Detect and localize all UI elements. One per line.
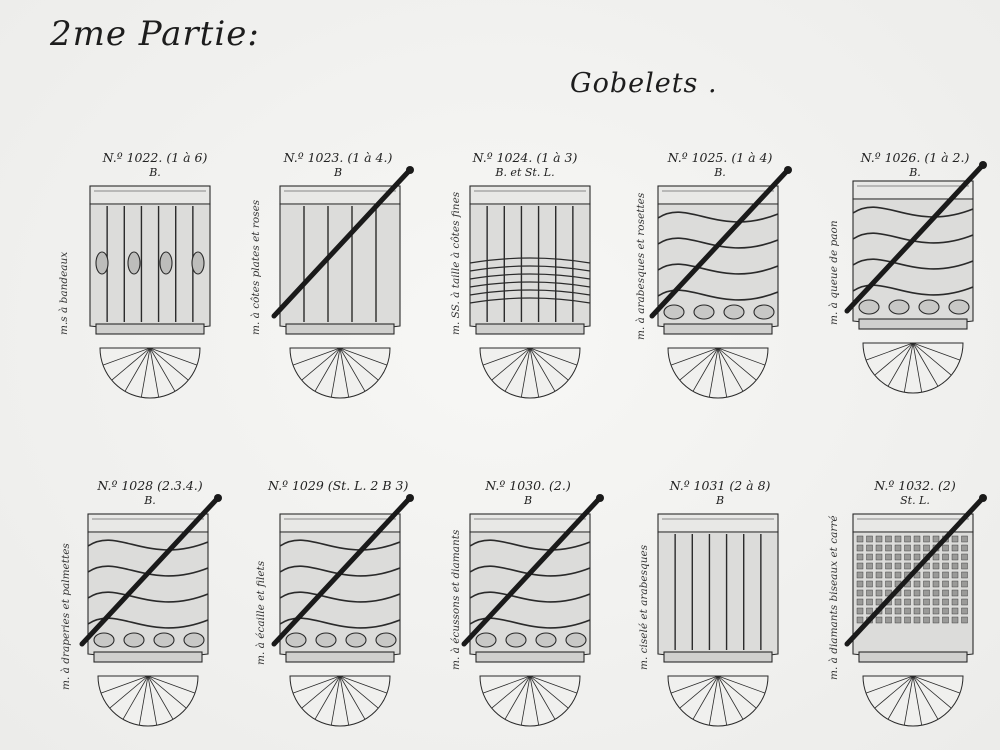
goblet-illustration — [469, 185, 591, 399]
item-mark: B. — [149, 166, 161, 179]
item-number: N.º 1026. (1 à 2.) — [860, 150, 970, 165]
item-description: m. à côtes plates et roses — [250, 199, 262, 335]
goblet-illustration — [461, 494, 604, 727]
goblet-illustration — [271, 494, 414, 727]
item-mark: B. et St. L. — [495, 166, 555, 179]
item-description: m. à arabesques et rosettes — [635, 192, 647, 340]
part-title: 2me Partie: — [50, 14, 260, 54]
item-mark: B. — [144, 494, 156, 507]
goblet-illustration — [271, 166, 414, 399]
item-description: m. à draperies et palmettes — [60, 543, 72, 690]
item-description: m. à queue de paon — [828, 220, 840, 325]
item-mark: B — [523, 494, 533, 507]
item-description: m. à diamants biseaux et carré — [828, 515, 840, 680]
item-number: N.º 1025. (1 à 4) — [667, 150, 773, 165]
item-number: N.º 1031 (2 à 8) — [669, 478, 771, 493]
item-number: N.º 1028 (2.3.4.) — [97, 478, 203, 493]
item-mark: B — [333, 166, 343, 179]
item-number: N.º 1024. (1 à 3) — [472, 150, 578, 165]
item-description: m. à écussons et diamants — [450, 529, 462, 670]
goblet-illustration — [79, 494, 222, 727]
item-number: N.º 1029 (St. L. 2 B 3) — [268, 478, 409, 493]
item-number: N.º 1022. (1 à 6) — [102, 150, 208, 165]
item-description: m. ciselé et arabesques — [638, 544, 650, 670]
item-number: N.º 1030. (2.) — [485, 478, 571, 493]
item-description: m. SS. à taille à côtes fines — [450, 191, 462, 335]
goblet-illustration — [657, 513, 779, 727]
item-mark: St. L. — [900, 494, 930, 507]
goblet-illustration — [89, 185, 211, 399]
item-number: N.º 1023. (1 à 4.) — [283, 150, 393, 165]
section-title: Gobelets . — [570, 68, 718, 99]
goblet-illustration — [649, 166, 792, 399]
goblet-illustration — [844, 494, 987, 727]
item-description: m. à écaille et filets — [255, 560, 267, 665]
item-mark: B. — [909, 166, 921, 179]
goblet-illustration — [844, 161, 987, 394]
item-number: N.º 1032. (2) — [874, 478, 956, 493]
item-mark: B — [715, 494, 725, 507]
item-mark: B. — [714, 166, 726, 179]
item-description: m.s à bandeaux — [58, 251, 70, 335]
